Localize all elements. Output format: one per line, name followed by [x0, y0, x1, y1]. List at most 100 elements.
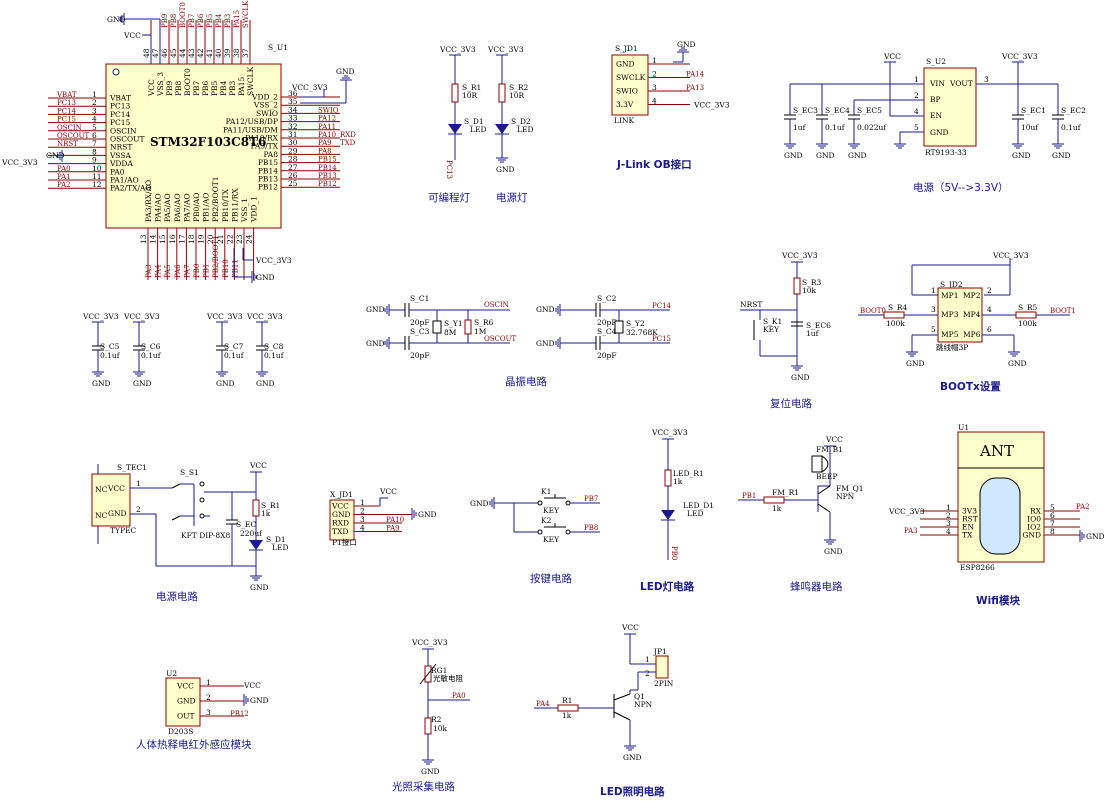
jlink-pin-name: SWIO [616, 87, 638, 96]
wifi-pin-name: GND [1022, 531, 1041, 540]
usb-rv: 1k [261, 509, 271, 518]
buzz-r: FM_R1 [772, 488, 799, 497]
mcu-pin-num: 38 [232, 48, 241, 58]
reg-vout: VOUT [949, 79, 973, 88]
mcu-pin-num: 45 [169, 48, 178, 58]
mcu-pin-num: 7 [92, 139, 97, 148]
buzz-qv: NPN [836, 492, 855, 501]
mcu-pin-net: PB1 [203, 264, 211, 278]
mcu-pin-num: 9 [92, 156, 97, 165]
caption-led-pwr: 电源灯 [496, 191, 528, 204]
mcu-pin-net: PB12 [318, 180, 337, 188]
mcu-pin-name: PA3/RX/AO [144, 180, 153, 222]
crystal-circuit: GND S_C1 20pF GND S_C3 20pF S_Y1 8M S_R6… [366, 294, 672, 388]
caption-led-prog: 可编程灯 [428, 191, 470, 204]
mcu-pin-num: 1 [92, 90, 97, 99]
mcu-pin-net: PA1 [57, 173, 71, 181]
usb-nc2: NC [95, 511, 108, 520]
reg-gnd: GND [930, 128, 949, 137]
boot-n2: 2 [987, 286, 992, 295]
mcu-pin-name: PA9/TX [251, 142, 279, 151]
mcu-pin-net: PA3 [145, 264, 153, 278]
caption-light: 光照采集电路 [392, 780, 455, 793]
mcu-pin-num: 35 [288, 97, 298, 106]
cap-val: 10uf [1021, 123, 1039, 132]
ledckt-r: LED_R1 [673, 469, 704, 478]
usb-n2: 2 [136, 505, 141, 514]
mcu-pin-net: PC14 [57, 107, 77, 115]
cap-ref: S_EC4 [825, 106, 850, 115]
mcu-pin-name: VSSA [109, 151, 132, 160]
uart-pin-name: TXD [332, 527, 348, 536]
buzz-pb1: PB1 [742, 492, 756, 500]
reg-pin3: 3 [984, 75, 989, 84]
mcu-pin-net: SWIO [318, 106, 339, 114]
ground-icon [255, 371, 269, 377]
wifi-part: ESP8266 [960, 563, 995, 572]
wifi-vcc33: VCC_3V3 [888, 507, 925, 516]
mcu-pin-num: 3 [92, 106, 97, 115]
xtal-y2: S_Y2 [626, 319, 645, 328]
buzzer-circuit: VCC FM_B1 BEEP FM_Q1 NPN PB1 FM_R1 1k GN… [738, 435, 864, 593]
boot-jumper: VCC_3V3 S_JD2 MP1 MP2 MP3 MP4 MP5 MP6 1 … [858, 251, 1076, 393]
buzz-rv: 1k [772, 504, 782, 513]
reg-part: RT9193-33 [925, 148, 967, 157]
boot-n6: 6 [987, 325, 992, 334]
mcu-pin-net: PA0 [57, 165, 71, 173]
mcu-pin-name: VSS_1 [240, 198, 249, 223]
mcu-pin-net: PB3 [224, 14, 232, 28]
pir-gnd: GND [250, 696, 269, 705]
wifi-pin-num: 5 [1050, 503, 1055, 512]
mcu-pin-net: PB11 [231, 259, 239, 278]
mcu-pin-net: PA2 [57, 181, 71, 189]
usb-ec: S_EC [236, 520, 256, 529]
jlink-sub: LINK [614, 116, 635, 125]
xtal-c4v: 20pF [597, 351, 617, 360]
pir-pin-num: 3 [206, 708, 211, 717]
mcu-pin-num: 41 [205, 48, 214, 58]
boot-ref: S_JD2 [940, 280, 963, 289]
led1-vcc: VCC_3V3 [439, 45, 476, 54]
decap-val: 0.1uf [141, 351, 162, 360]
buzz-q: FM_Q1 [836, 484, 864, 493]
mcu-pin-num: 18 [187, 234, 196, 244]
caption-reset: 复位电路 [770, 397, 812, 410]
wifi-pin-num: 6 [1050, 511, 1055, 520]
lamp-n1: 1 [645, 655, 650, 664]
mcu-pin-num: 25 [288, 179, 298, 188]
mcu-pin-name: VSS_3 [156, 72, 165, 97]
mcu-pin-name: PB12 [258, 183, 278, 192]
boot-mp2: MP2 [963, 291, 981, 300]
xtal-pc15: PC15 [652, 335, 671, 343]
mcu-pin-net: PB5 [206, 14, 214, 28]
keys-k2: K2 [541, 516, 552, 525]
mcu-pin-name: SWCLK [246, 66, 255, 96]
reg-vcc33: VCC_3V3 [1001, 52, 1038, 61]
wifi-pin-name: RX [1030, 507, 1042, 516]
uart-pin-net: PA10 [386, 516, 404, 524]
mcu-pin-num: 8 [92, 147, 97, 156]
buzz-vcc: VCC [825, 435, 843, 444]
led2-vcc: VCC_3V3 [487, 45, 524, 54]
led1-rv: 10R [462, 91, 478, 100]
wifi-pin-num: 3 [946, 519, 951, 528]
boot-n5: 5 [931, 325, 936, 334]
mcu-pin-name: BOOT0 [183, 68, 192, 96]
mcu-pin-num: 46 [160, 48, 169, 58]
cap-gnd: GND [816, 151, 835, 160]
keys-pb8: PB8 [584, 524, 598, 532]
reg-pin5: 5 [914, 123, 919, 132]
boot-mp6: MP6 [963, 330, 981, 339]
mcu-pin-num: 26 [288, 171, 298, 180]
pir-pin-name: OUT [177, 712, 194, 721]
ground-icon [815, 143, 829, 149]
wifi-pa3: PA3 [904, 527, 918, 535]
mcu-pin-num: 47 [151, 48, 160, 58]
wifi-pin-name: IO0 [1027, 515, 1041, 524]
uart-pin-num: 2 [360, 507, 365, 516]
xtal-c1v: 20pF [410, 318, 430, 327]
decap-vcc: VCC_3V3 [246, 312, 283, 321]
mcu-gnd-left: GND [46, 151, 65, 160]
jlink-ref: S_JD1 [615, 44, 638, 53]
